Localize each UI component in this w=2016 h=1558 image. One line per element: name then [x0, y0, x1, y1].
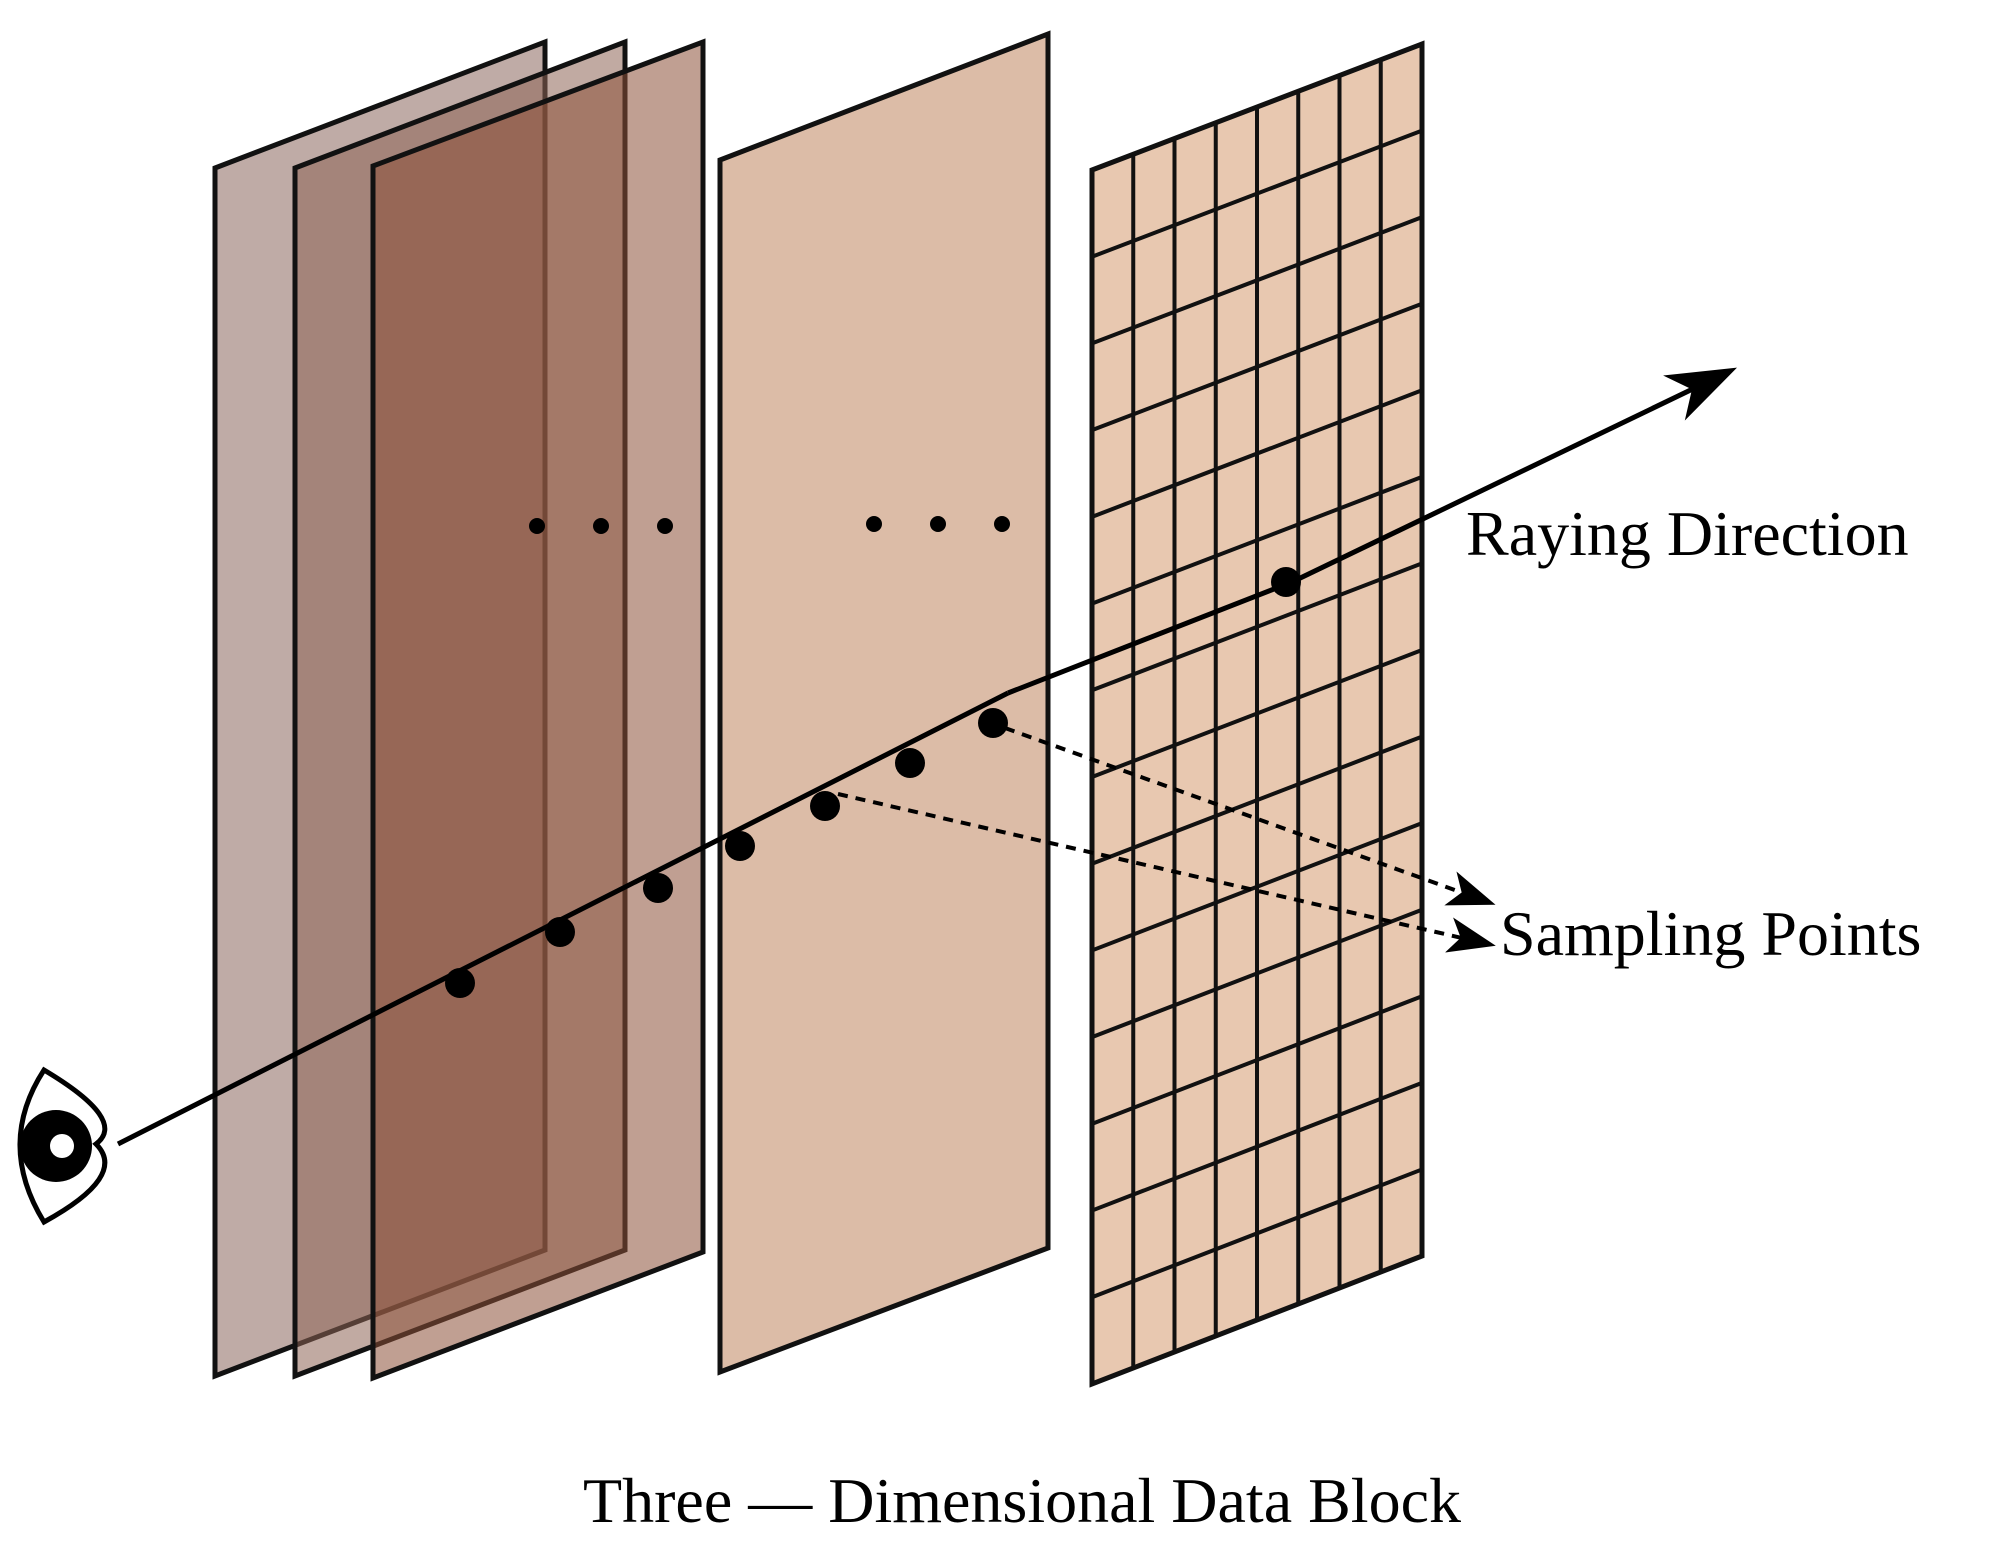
ellipsis-dot: [657, 518, 673, 534]
grid-line: [1091, 994, 1423, 1126]
ray-outer: [1007, 579, 1293, 696]
grid-line: [1091, 474, 1423, 606]
raying-direction-label: Raying Direction: [1466, 498, 1909, 569]
grid-line: [1091, 648, 1423, 779]
grid-line: [1091, 1080, 1423, 1213]
sampling-point: [725, 831, 755, 861]
grid-line: [1091, 301, 1423, 433]
grid-line: [1091, 215, 1423, 346]
sampling-points-label: Sampling Points: [1500, 898, 1921, 969]
ellipsis-dot: [593, 518, 609, 534]
sampling-points: [445, 567, 1301, 998]
ellipsis-dot: [994, 516, 1010, 532]
slice-stack: [212, 38, 706, 1382]
grid-line: [1091, 128, 1423, 259]
ellipsis-dot: [529, 518, 545, 534]
grid-slice: [1089, 40, 1425, 1388]
slice-middle: [717, 30, 1051, 1376]
slice-3: [370, 38, 706, 1382]
sampling-point: [810, 791, 840, 821]
sampling-point: [895, 748, 925, 778]
sampling-pointer: [837, 792, 1496, 953]
grid-line: [1091, 561, 1423, 693]
ellipsis-dots: [529, 516, 1010, 534]
sampling-point: [445, 968, 475, 998]
eye-icon: [17, 1066, 108, 1226]
sampling-pointers: [837, 726, 1496, 953]
grid-line: [1091, 907, 1423, 1040]
grid-line: [1091, 821, 1423, 953]
sampling-point: [545, 917, 575, 947]
sampling-point: [1271, 567, 1301, 597]
grid-line: [1091, 388, 1423, 519]
grid-lines: [1091, 59, 1423, 1368]
sampling-point: [643, 873, 673, 903]
grid-line: [1091, 1167, 1423, 1300]
grid-line: [1091, 734, 1423, 866]
raying-direction-arrow: [1290, 367, 1738, 585]
data-block-caption: Three — Dimensional Data Block: [583, 1465, 1461, 1536]
ellipsis-dot: [930, 516, 946, 532]
sampling-point: [978, 708, 1008, 738]
sampling-pointer: [1004, 726, 1496, 906]
ellipsis-dot: [866, 516, 882, 532]
